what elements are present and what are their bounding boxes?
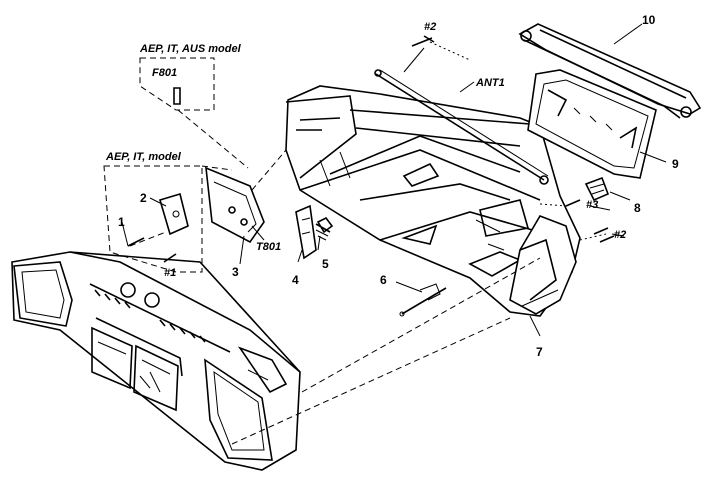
model-variant-box (103, 165, 203, 273)
ac-bracket (159, 192, 189, 236)
leader-lines (121, 23, 667, 445)
label-screw-2-top: #2 (424, 21, 436, 33)
antenna (374, 69, 549, 185)
label-screw-3: #3 (586, 199, 598, 211)
label-part-4: 4 (292, 273, 299, 287)
label-part-8: 8 (634, 201, 641, 215)
label-part-9: 9 (672, 157, 679, 171)
label-screw-2-right: #2 (614, 229, 626, 241)
label-part-6: 6 (380, 273, 387, 287)
label-t801: T801 (256, 241, 281, 253)
screws (127, 35, 615, 263)
transformer-board (205, 166, 265, 244)
label-part-7: 7 (536, 345, 543, 359)
rear-cabinet (285, 85, 581, 317)
knob-8 (584, 176, 610, 202)
label-part-5: 5 (322, 257, 329, 271)
part-labels: AEP, IT, AUS model F801 AEP, IT, model 2… (105, 13, 679, 359)
label-part-3: 3 (232, 265, 239, 279)
label-screw-1: #1 (164, 267, 176, 279)
fuse-holder (139, 57, 215, 111)
label-part-10: 10 (642, 13, 656, 27)
rod-6 (399, 283, 447, 317)
label-part-2: 2 (140, 191, 147, 205)
label-f801: F801 (152, 67, 177, 79)
label-part-1: 1 (118, 215, 125, 229)
handle (518, 23, 702, 119)
label-eu-model: AEP, IT, model (105, 151, 182, 163)
front-cabinet (11, 251, 301, 471)
label-ant1: ANT1 (475, 77, 505, 89)
bracket-4 (295, 204, 317, 260)
label-aus-model: AEP, IT, AUS model (139, 43, 242, 55)
battery-panel (527, 69, 657, 179)
screw-5 (315, 216, 334, 241)
